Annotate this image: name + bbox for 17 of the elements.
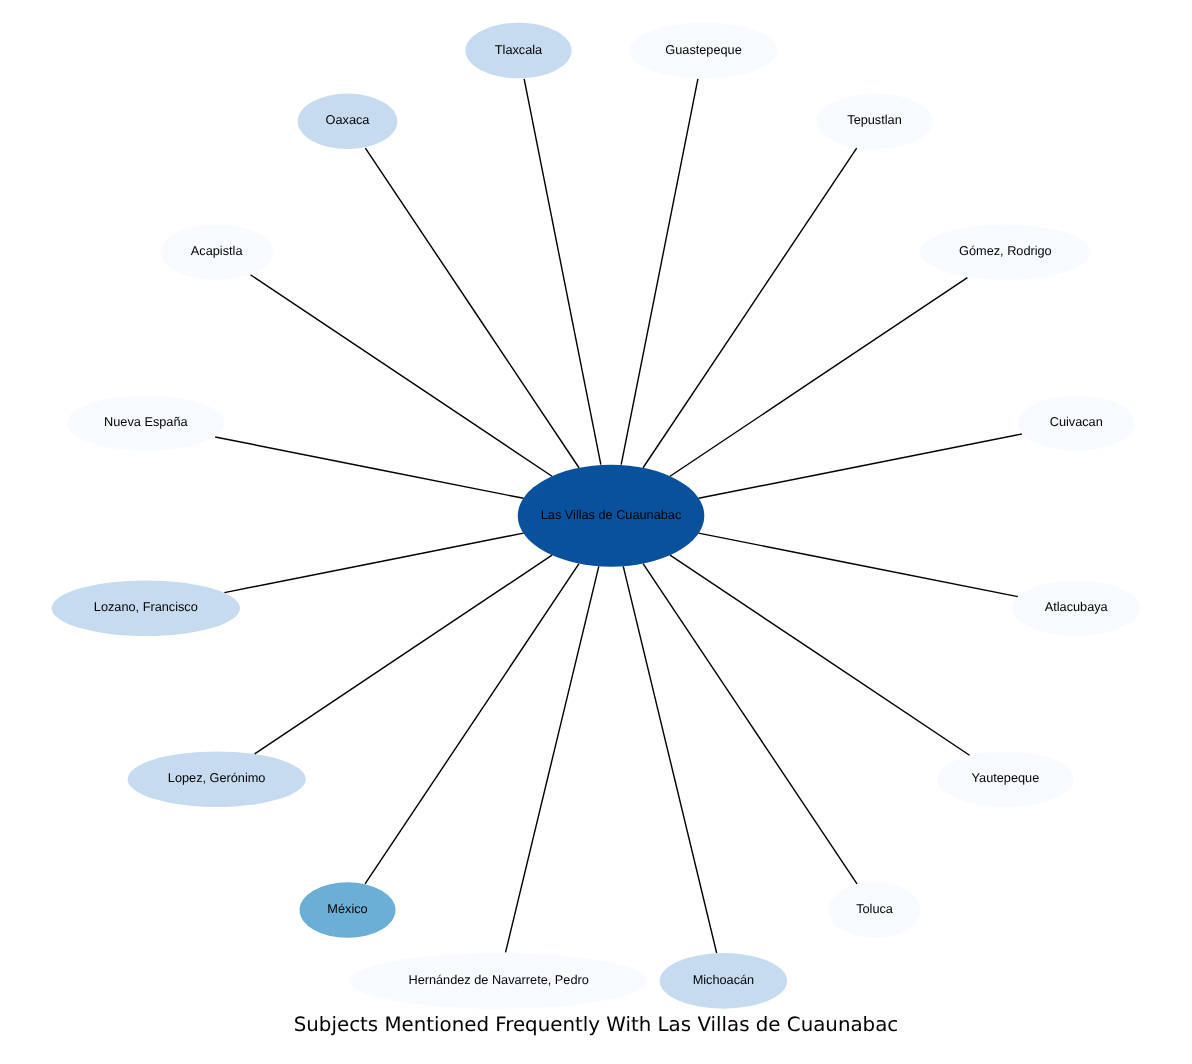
connector — [523, 78, 602, 466]
connector — [669, 554, 971, 756]
connector — [249, 274, 553, 477]
connector — [669, 276, 969, 477]
connector — [214, 436, 525, 499]
connector — [697, 433, 1023, 499]
connector — [364, 147, 580, 469]
connector — [223, 532, 525, 594]
connector — [364, 562, 580, 885]
connector — [697, 532, 1019, 598]
connector — [504, 565, 600, 954]
connector — [620, 78, 699, 466]
connector — [622, 565, 718, 954]
connector — [642, 147, 858, 469]
connector — [642, 562, 858, 885]
connector — [253, 554, 553, 755]
diagram-title: Subjects Mentioned Frequently With Las Villas de Cuaunabac — [293, 1014, 899, 1037]
